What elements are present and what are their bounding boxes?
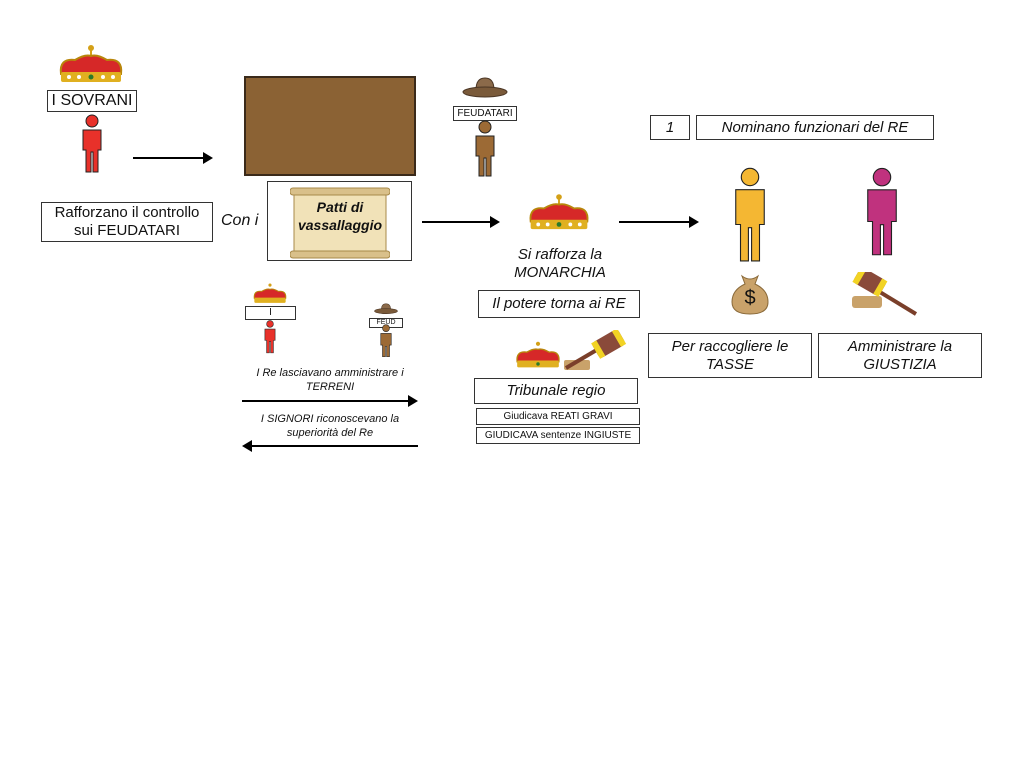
potere-box: Il potere torna ai RE: [478, 290, 640, 318]
crown-icon: [55, 44, 127, 90]
person-icon-justice-official: [863, 167, 901, 257]
sovrani-label: I SOVRANI: [47, 90, 137, 112]
gavel-icon-tribunale: [560, 330, 628, 374]
tribunale-line1-box: Giudicava REATI GRAVI: [476, 408, 640, 425]
person-icon-tax-official: [731, 167, 769, 263]
hat-icon: [462, 76, 508, 100]
number-box: 1: [650, 115, 690, 140]
tribunale-line2-box: GIUDICAVA sentenze INGIUSTE: [476, 427, 640, 444]
patti-label: Patti di vassallaggio: [297, 199, 383, 233]
funzionari-title-box: Nominano funzionari del RE: [696, 115, 934, 140]
money-bag-icon: $: [728, 272, 772, 316]
giustizia-box: Amministrare la GIUSTIZIA: [818, 333, 982, 378]
arrow-signori-to-re: [242, 440, 418, 452]
gavel-icon-justice: [850, 272, 920, 318]
re-lasciavano-label: I Re lasciavano amministrare i TERRENI: [256, 367, 404, 393]
small-king-label: I: [245, 306, 296, 320]
patti-box: Patti di vassallaggio: [267, 181, 412, 261]
person-icon-small-king: [263, 320, 277, 354]
person-icon-feudatario: [473, 120, 497, 178]
crown-icon-monarchia: [525, 193, 593, 237]
con-i-label: Con i: [221, 212, 259, 229]
person-icon-king: [80, 114, 104, 174]
feudatari-label: FEUDATARI: [453, 106, 517, 121]
crown-icon-small: [251, 283, 289, 307]
scroll-icon: [290, 186, 390, 260]
tribunale-title-box: Tribunale regio: [474, 378, 638, 404]
arrow-monarchia-to-funzionari: [619, 216, 699, 228]
tasse-box: Per raccogliere le TASSE: [648, 333, 812, 378]
arrow-patti-to-monarchia: [422, 216, 500, 228]
person-icon-small-feudatario: [379, 324, 393, 358]
money-symbol: $: [744, 287, 756, 309]
arrow-sovrani-to-feudi: [133, 152, 213, 164]
si-rafforza-label: Si rafforza la MONARCHIA: [514, 246, 606, 281]
hat-icon-small: [374, 302, 398, 316]
rafforzano-box: Rafforzano il controllo sui FEUDATARI: [41, 202, 213, 242]
land-board: [244, 76, 416, 176]
crown-icon-tribunale: [513, 341, 563, 373]
arrow-re-to-signori: [242, 395, 418, 407]
signori-riconoscevano-label: I SIGNORI riconoscevano la superiorità d…: [260, 413, 400, 439]
